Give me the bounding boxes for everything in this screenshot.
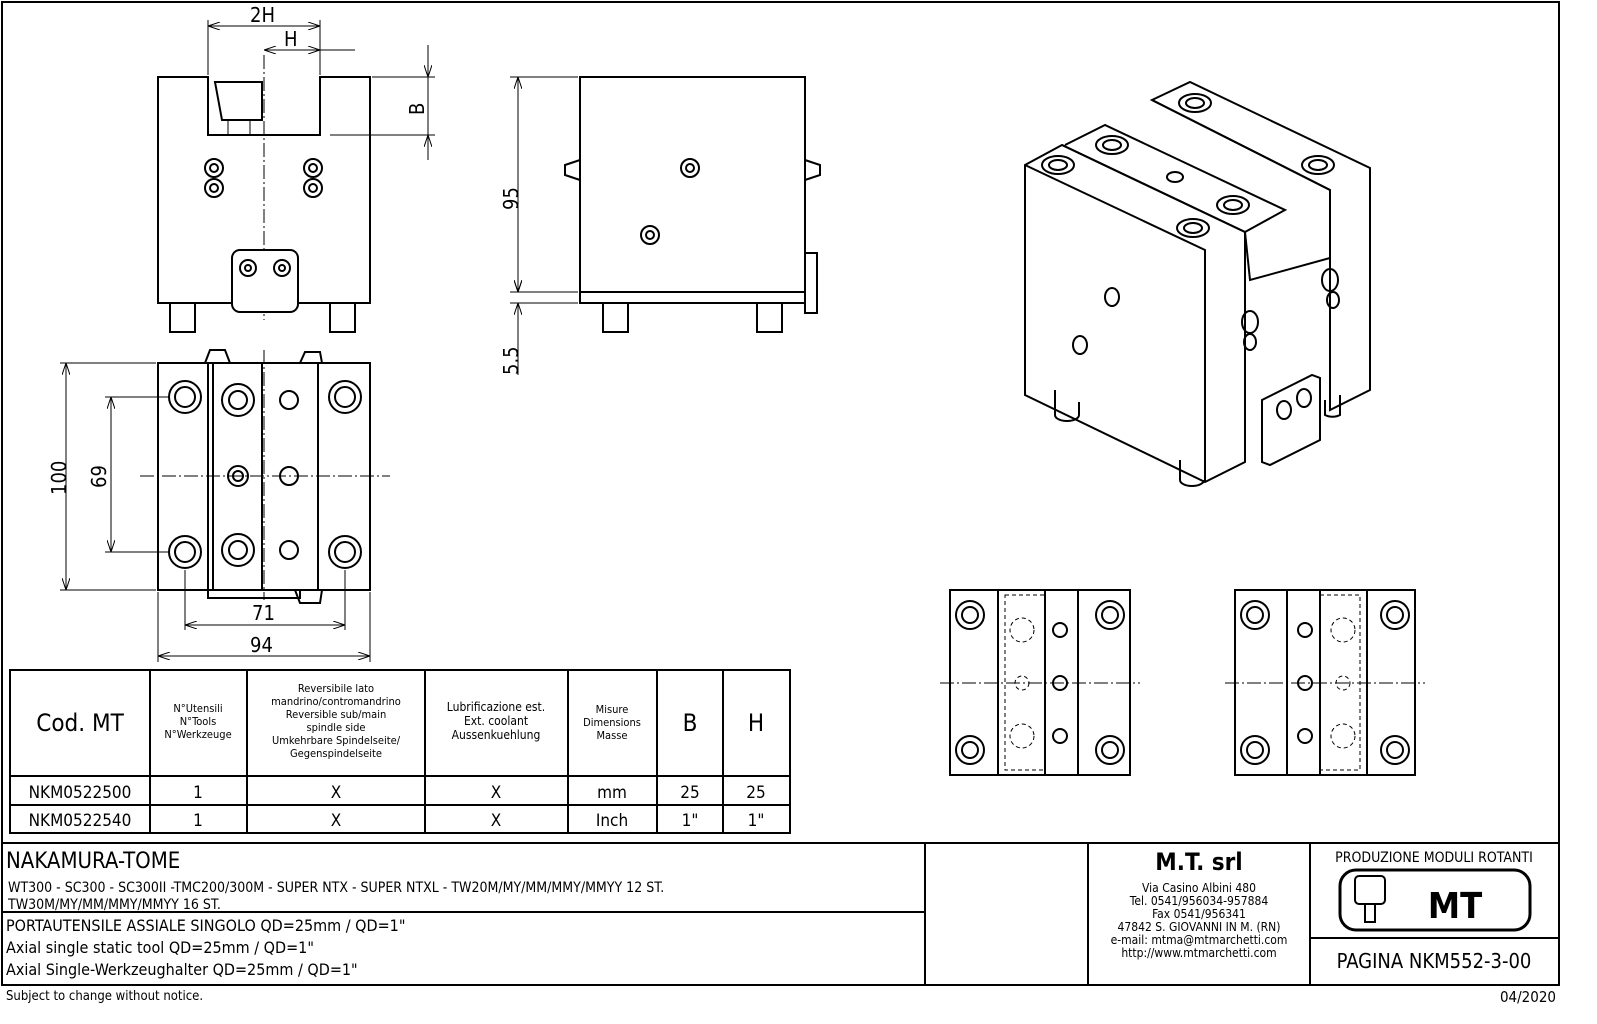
models-line-2: TW30M/MY/MM/MMY/MMYY 16 ST. <box>7 897 221 913</box>
company-email: e-mail: mtma@mtmarchetti.com <box>1111 933 1288 947</box>
dim-71: 71 <box>252 601 275 625</box>
company-info: M.T. srl Via Casino Albini 480 Tel. 0541… <box>1111 848 1288 960</box>
header-line: Lubrificazione est. <box>447 700 545 714</box>
cell-coolant: X <box>491 783 501 803</box>
front-view <box>157 20 435 333</box>
dim-b: B <box>405 103 429 115</box>
cell-coolant: X <box>491 811 501 831</box>
dim-95: 95 <box>499 187 523 210</box>
header-cod-mt: Cod. MT <box>36 709 124 737</box>
header-line: Misure <box>596 703 629 716</box>
cell-tools: 1 <box>193 811 203 831</box>
header-line: Masse <box>596 729 627 742</box>
header-line: Aussenkuehlung <box>452 728 541 742</box>
cell-reversible: X <box>331 811 341 831</box>
dim-100: 100 <box>47 461 71 495</box>
product-table <box>9 669 791 834</box>
table-header: Cod. MT N°Utensili N°Tools N°Werkzeuge R… <box>36 682 764 760</box>
cell-units: Inch <box>596 811 628 831</box>
company-name: M.T. srl <box>1155 848 1242 876</box>
header-line: Dimensions <box>583 716 641 729</box>
dim-5-5: 5.5 <box>499 346 523 375</box>
header-line: spindle side <box>306 721 365 734</box>
isometric-view <box>1024 80 1371 487</box>
table-row: NKM0522500 1 X X mm 25 25 <box>29 783 766 803</box>
cell-code: NKM0522500 <box>29 783 132 803</box>
header-b: B <box>683 709 698 737</box>
header-line: N°Werkzeuge <box>164 728 231 741</box>
cell-units: mm <box>597 783 627 803</box>
cell-tools: 1 <box>193 783 203 803</box>
header-line: Reversible sub/main <box>286 708 386 721</box>
disclaimer: Subject to change without notice. <box>6 989 203 1004</box>
side-view <box>510 76 821 375</box>
logo-text: MT <box>1428 886 1482 927</box>
company-tel: Tel. 0541/956034-957884 <box>1129 894 1269 908</box>
sheet-border <box>1 1 1560 986</box>
dim-94: 94 <box>250 633 273 657</box>
production-label: PRODUZIONE MODULI ROTANTI <box>1335 850 1533 866</box>
cell-h: 25 <box>746 783 765 803</box>
page-number: PAGINA NKM552-3-00 <box>1337 949 1532 973</box>
description-italian: PORTAUTENSILE ASSIALE SINGOLO QD=25mm / … <box>6 916 405 935</box>
dim-2h: 2H <box>250 3 275 27</box>
mt-logo: MT <box>1338 868 1532 932</box>
description-german: Axial Single-Werkzeughalter QD=25mm / QD… <box>6 960 358 979</box>
company-website: http://www.mtmarchetti.com <box>1121 946 1276 960</box>
bottom-view-right <box>1225 589 1425 776</box>
table-row: NKM0522540 1 X X Inch 1" 1" <box>29 811 765 831</box>
description-english: Axial single static tool QD=25mm / QD=1" <box>6 938 314 957</box>
revision-date: 04/2020 <box>1500 988 1556 1006</box>
top-view <box>60 349 390 662</box>
header-line: Reversibile lato <box>298 682 374 695</box>
header-reversible: Reversibile lato mandrino/contromandrino… <box>271 682 401 760</box>
cell-code: NKM0522540 <box>29 811 132 831</box>
header-line: Ext. coolant <box>464 714 528 728</box>
company-fax: Fax 0541/956341 <box>1152 907 1246 921</box>
header-line: N°Utensili <box>173 702 222 715</box>
models-line-1: WT300 - SC300 - SC300II -TMC200/300M - S… <box>8 880 664 896</box>
header-dimensions: Misure Dimensions Masse <box>583 703 641 742</box>
header-line: Umkehrbare Spindelseite/ <box>272 734 401 747</box>
company-address: Via Casino Albini 480 <box>1142 881 1256 895</box>
header-line: mandrino/contromandrino <box>271 695 401 708</box>
cell-b: 25 <box>680 783 699 803</box>
brand-title: NAKAMURA-TOME <box>6 849 180 874</box>
header-h: H <box>748 709 764 737</box>
header-line: Gegenspindelseite <box>290 747 382 760</box>
cell-b: 1" <box>682 811 699 831</box>
header-line: N°Tools <box>180 715 217 728</box>
header-tools: N°Utensili N°Tools N°Werkzeuge <box>164 702 231 741</box>
cell-h: 1" <box>748 811 765 831</box>
cell-reversible: X <box>331 783 341 803</box>
dim-h: H <box>284 27 298 51</box>
dim-69: 69 <box>87 465 111 488</box>
header-coolant: Lubrificazione est. Ext. coolant Aussenk… <box>447 700 545 742</box>
company-city: 47842 S. GIOVANNI IN M. (RN) <box>1118 920 1281 934</box>
bottom-view-left <box>940 589 1140 776</box>
title-block <box>2 842 1559 985</box>
